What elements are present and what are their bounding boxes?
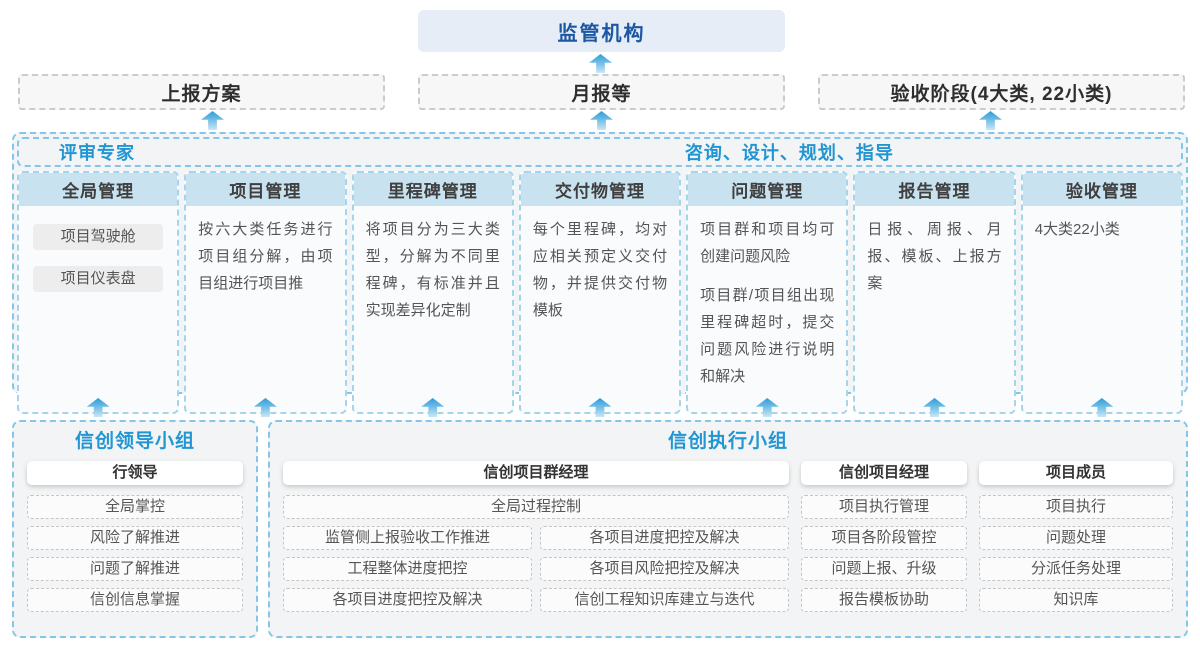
column-body: 按六大类任务进行项目组分解，由项目组进行项目推 bbox=[186, 206, 344, 319]
column-report-management: 报告管理 日报、周报、月报、模板、上报方案 bbox=[853, 171, 1016, 414]
leader-group-title: 信创领导小组 bbox=[74, 431, 195, 452]
list-item: 各项目风险把控及解决 bbox=[540, 557, 789, 581]
column-issue-management: 问题管理 项目群和项目均可创建问题风险 项目群/项目组出现里程碑超时，提交问题风… bbox=[686, 171, 849, 414]
column-title: 项目管理 bbox=[186, 173, 345, 206]
list-item: 项目执行管理 bbox=[801, 495, 967, 519]
outputs-row: 上报方案 月报等 验收阶段(4大类, 22小类) bbox=[18, 74, 1185, 110]
list-item: 信创信息掌握 bbox=[27, 588, 243, 612]
chip-project-dashboard: 项目仪表盘 bbox=[33, 266, 164, 292]
column-title: 验收管理 bbox=[1022, 173, 1181, 206]
list-item: 报告模板协助 bbox=[801, 588, 967, 612]
column-title: 交付物管理 bbox=[520, 173, 680, 206]
column-title: 报告管理 bbox=[855, 173, 1014, 206]
project-manager-group: 信创项目经理 项目执行管理 项目各阶段管控 问题上报、升级 报告模板协助 bbox=[801, 461, 967, 619]
list-item: 知识库 bbox=[979, 588, 1173, 612]
exec-group-columns: 信创项目群经理 全局过程控制 监管侧上报验收工作推进 工程整体进度把控 各项目进… bbox=[283, 461, 1173, 619]
output-box-report-plan: 上报方案 bbox=[18, 74, 385, 110]
up-arrow-icon bbox=[253, 398, 277, 417]
list-item: 项目执行 bbox=[979, 495, 1173, 519]
arrows-row-columns bbox=[17, 398, 1183, 417]
column-title: 里程碑管理 bbox=[353, 173, 512, 206]
column-project-management: 项目管理 按六大类任务进行项目组分解，由项目组进行项目推 bbox=[184, 171, 347, 414]
column-text: 按六大类任务进行项目组分解，由项目组进行项目推 bbox=[198, 221, 333, 292]
up-arrow-icon bbox=[201, 111, 224, 130]
regulator-box: 监管机构 bbox=[418, 10, 785, 52]
list-item: 各项目进度把控及解决 bbox=[283, 588, 532, 612]
list-item: 监管侧上报验收工作推进 bbox=[283, 526, 532, 550]
column-deliverable-management: 交付物管理 每个里程碑，均对应相关预定义交付物，并提供交付物模板 bbox=[518, 171, 682, 414]
list-item: 问题处理 bbox=[979, 526, 1173, 550]
column-title: 全局管理 bbox=[19, 173, 178, 206]
chip-project-cockpit: 项目驾驶舱 bbox=[33, 224, 164, 250]
exec-group-title: 信创执行小组 bbox=[667, 431, 788, 452]
management-platform-container: 评审专家 咨询、设计、规划、指导 全局管理 项目驾驶舱 项目仪表盘 项目管理 按… bbox=[12, 132, 1188, 414]
list-item: 问题了解推进 bbox=[27, 557, 243, 581]
management-columns: 全局管理 项目驾驶舱 项目仪表盘 项目管理 按六大类任务进行项目组分解，由项目组… bbox=[17, 171, 1183, 414]
role-project-member: 项目成员 bbox=[979, 461, 1173, 485]
up-arrow-icon bbox=[755, 398, 779, 417]
review-experts-label: 评审专家 bbox=[59, 143, 135, 163]
role-project-manager: 信创项目经理 bbox=[801, 461, 967, 485]
column-text: 日报、周报、月报、模板、上报方案 bbox=[867, 221, 1002, 292]
list-item: 全局过程控制 bbox=[283, 495, 789, 519]
project-member-group: 项目成员 项目执行 问题处理 分派任务处理 知识库 bbox=[979, 461, 1173, 619]
leader-group-container: 信创领导小组 行领导 全局掌控 风险了解推进 问题了解推进 信创信息掌握 bbox=[12, 420, 258, 638]
column-title: 问题管理 bbox=[688, 173, 847, 206]
list-item: 全局掌控 bbox=[27, 495, 243, 519]
column-acceptance-management: 验收管理 4大类22小类 bbox=[1020, 171, 1183, 414]
list-item: 信创工程知识库建立与迭代 bbox=[540, 588, 789, 612]
program-manager-right-column: 各项目进度把控及解决 各项目风险把控及解决 信创工程知识库建立与迭代 bbox=[540, 526, 789, 619]
role-bank-leader: 行领导 bbox=[27, 461, 243, 485]
list-item: 工程整体进度把控 bbox=[283, 557, 532, 581]
output-box-acceptance-stage: 验收阶段(4大类, 22小类) bbox=[818, 74, 1185, 110]
column-body: 项目群和项目均可创建问题风险 项目群/项目组出现里程碑超时，提交问题风险进行说明… bbox=[688, 206, 846, 412]
column-body: 将项目分为三大类型，分解为不同里程碑，有标准并且实现差异化定制 bbox=[354, 206, 512, 346]
up-arrow-icon bbox=[979, 111, 1002, 130]
column-global-management: 全局管理 项目驾驶舱 项目仪表盘 bbox=[17, 171, 180, 414]
up-arrow-icon bbox=[588, 398, 612, 417]
exec-group-container: 信创执行小组 信创项目群经理 全局过程控制 监管侧上报验收工作推进 工程整体进度… bbox=[268, 420, 1188, 638]
column-body: 4大类22小类 bbox=[1023, 206, 1181, 265]
up-arrow-icon bbox=[1090, 398, 1114, 417]
program-manager-subcolumns: 监管侧上报验收工作推进 工程整体进度把控 各项目进度把控及解决 各项目进度把控及… bbox=[283, 526, 789, 619]
column-text: 4大类22小类 bbox=[1034, 221, 1120, 238]
column-body: 项目驾驶舱 项目仪表盘 bbox=[19, 206, 177, 310]
list-item: 分派任务处理 bbox=[979, 557, 1173, 581]
up-arrow-icon bbox=[421, 398, 445, 417]
column-text: 项目群/项目组出现里程碑超时，提交问题风险进行说明和解决 bbox=[700, 287, 835, 385]
main-header-strip: 评审专家 咨询、设计、规划、指导 bbox=[17, 137, 1183, 167]
up-arrow-icon bbox=[86, 398, 110, 417]
consulting-design-label: 咨询、设计、规划、指导 bbox=[684, 143, 894, 163]
list-item: 项目各阶段管控 bbox=[801, 526, 967, 550]
column-text: 每个里程碑，均对应相关预定义交付物，并提供交付物模板 bbox=[532, 221, 668, 319]
arrows-row-outputs bbox=[18, 111, 1185, 130]
output-box-monthly-report: 月报等 bbox=[418, 74, 785, 110]
column-body: 日报、周报、月报、模板、上报方案 bbox=[855, 206, 1013, 319]
program-manager-left-column: 监管侧上报验收工作推进 工程整体进度把控 各项目进度把控及解决 bbox=[283, 526, 532, 619]
list-item: 风险了解推进 bbox=[27, 526, 243, 550]
role-program-manager: 信创项目群经理 bbox=[283, 461, 789, 485]
column-milestone-management: 里程碑管理 将项目分为三大类型，分解为不同里程碑，有标准并且实现差异化定制 bbox=[351, 171, 514, 414]
list-item: 问题上报、升级 bbox=[801, 557, 967, 581]
column-text: 将项目分为三大类型，分解为不同里程碑，有标准并且实现差异化定制 bbox=[365, 221, 500, 319]
column-body: 每个里程碑，均对应相关预定义交付物，并提供交付物模板 bbox=[521, 206, 679, 346]
list-item: 各项目进度把控及解决 bbox=[540, 526, 789, 550]
up-arrow-icon bbox=[923, 398, 947, 417]
up-arrow-icon bbox=[590, 111, 613, 130]
column-text: 项目群和项目均可创建问题风险 bbox=[700, 221, 835, 265]
program-manager-group: 信创项目群经理 全局过程控制 监管侧上报验收工作推进 工程整体进度把控 各项目进… bbox=[283, 461, 789, 619]
up-arrow-icon bbox=[589, 54, 612, 73]
